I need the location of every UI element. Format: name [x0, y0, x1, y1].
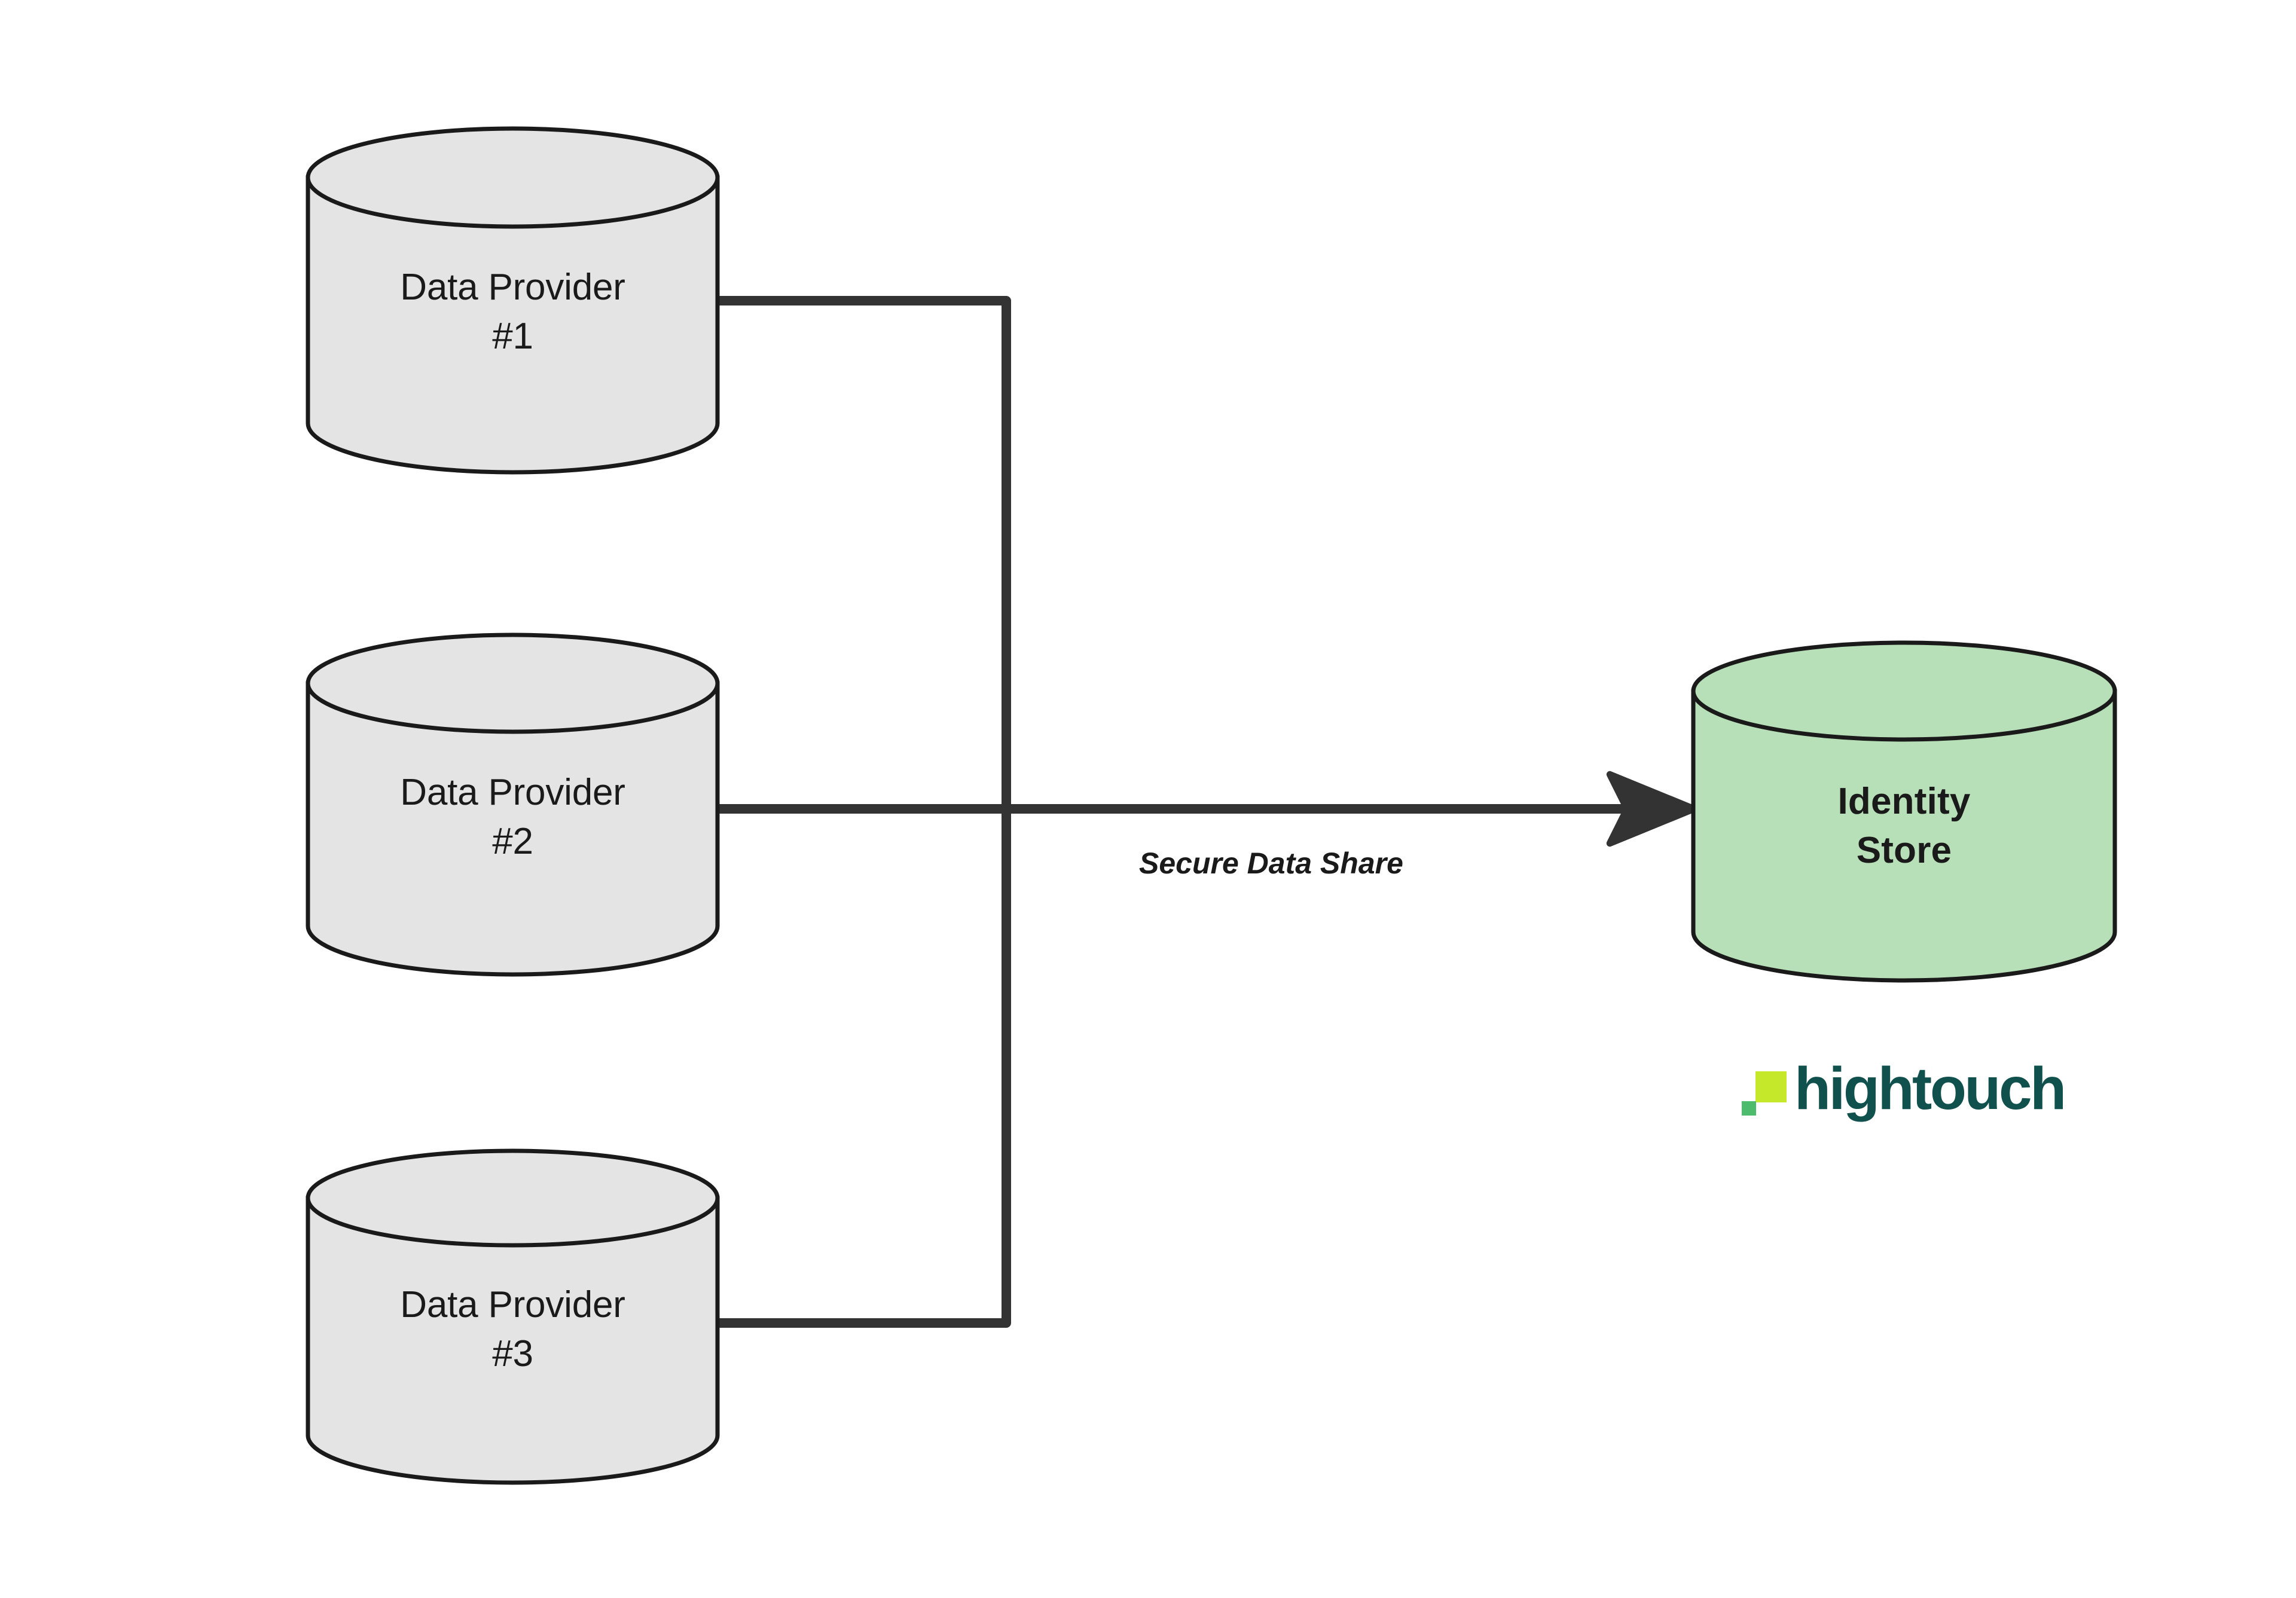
logo-small-square — [1742, 1101, 1756, 1116]
cylinder-body — [306, 681, 720, 977]
secure-data-share-label: Secure Data Share — [1139, 847, 1403, 880]
node-data-provider-3[interactable] — [306, 1148, 720, 1485]
cylinder-body — [306, 1196, 720, 1485]
node-data-provider-2[interactable] — [306, 633, 720, 977]
cylinder-body — [1691, 689, 2117, 983]
node-identity-store[interactable] — [1691, 640, 2117, 983]
edge-provider-1[interactable] — [715, 296, 1011, 809]
node-data-provider-1[interactable] — [306, 126, 720, 475]
edge-provider-3[interactable] — [715, 809, 1011, 1328]
cylinder-top — [306, 1148, 720, 1248]
logo-large-square — [1755, 1071, 1787, 1102]
hightouch-wordmark: hightouch — [1794, 1055, 2066, 1122]
cylinder-body — [306, 175, 720, 475]
hightouch-logo: hightouch — [1737, 1052, 2096, 1130]
cylinder-top — [306, 633, 720, 734]
cylinder-top — [1691, 640, 2117, 742]
hightouch-logo-mark — [1742, 1071, 1787, 1116]
edge-layer — [715, 296, 1697, 1328]
cylinder-top — [306, 126, 720, 229]
